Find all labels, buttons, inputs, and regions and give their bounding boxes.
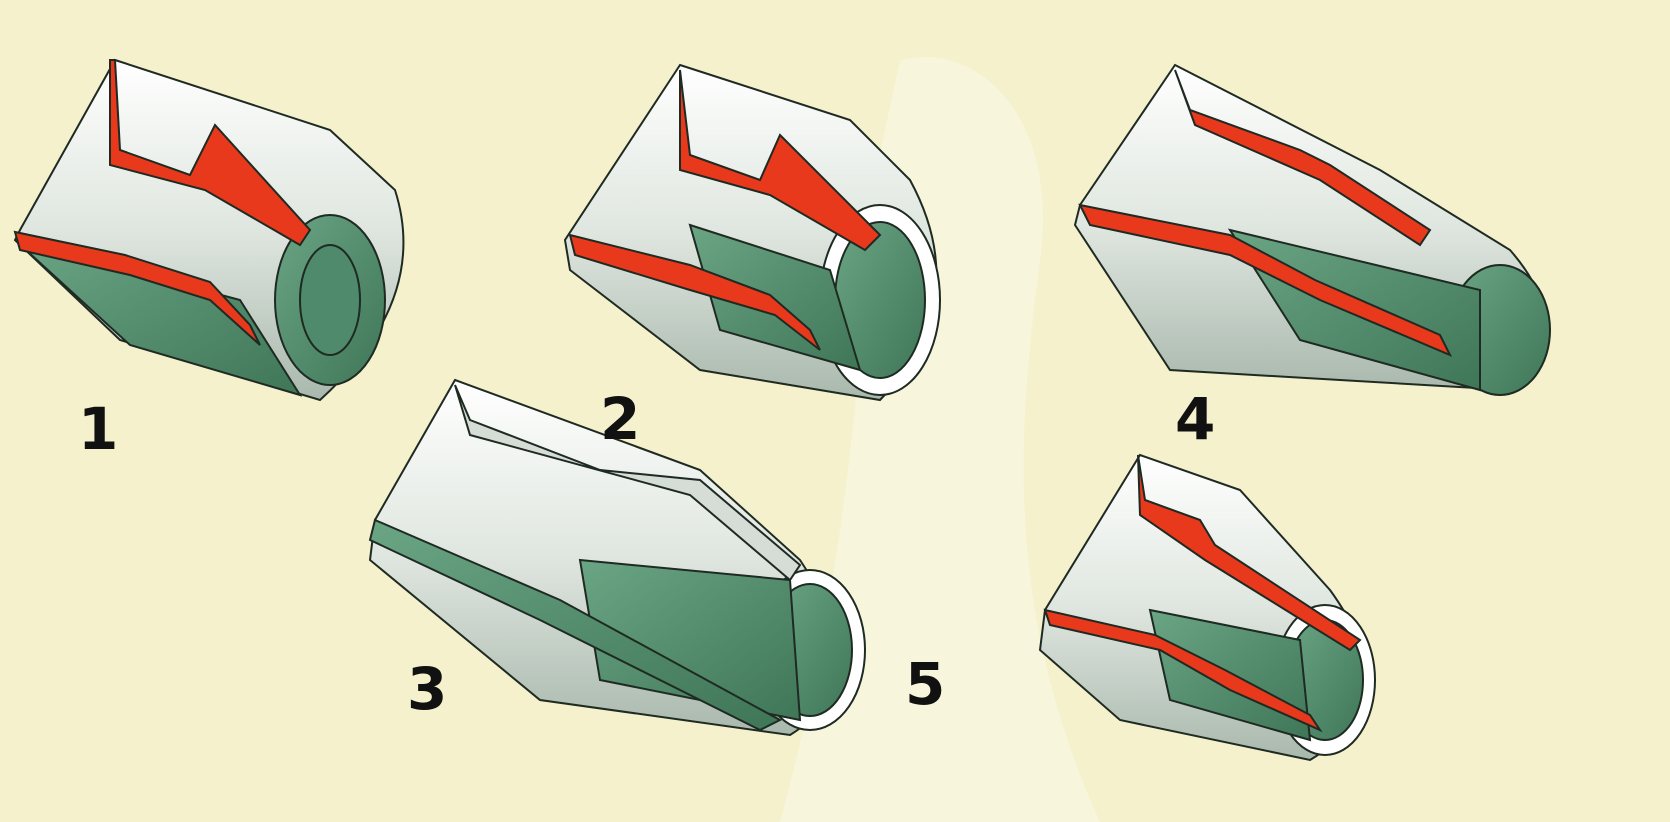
part-label-1: 1 <box>78 395 119 463</box>
coupling-1 <box>13 58 405 402</box>
coupling-5 <box>1038 453 1376 762</box>
part-label-5: 5 <box>905 650 946 718</box>
part-label-4: 4 <box>1175 385 1216 453</box>
part-label-3: 3 <box>407 655 448 723</box>
coupling-4 <box>1073 63 1551 396</box>
coupling-2 <box>563 63 941 402</box>
coupling-3 <box>368 378 866 737</box>
part-label-2: 2 <box>600 385 641 453</box>
